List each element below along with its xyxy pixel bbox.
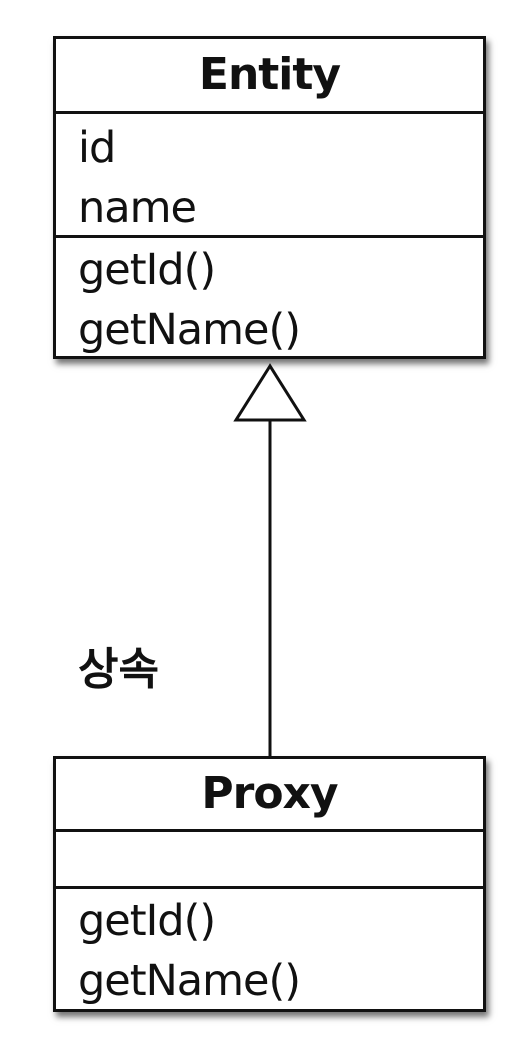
entity-attribute-id: id [78, 123, 116, 173]
proxy-attributes [56, 832, 483, 889]
entity-attributes: id name [56, 114, 483, 238]
entity-class-box[interactable]: Entity id name getId() getName() [53, 36, 486, 359]
proxy-class-name: Proxy [56, 759, 483, 832]
entity-class-name: Entity [56, 39, 483, 114]
proxy-method-getname: getName() [78, 956, 301, 1006]
proxy-method-getid: getId() [78, 896, 216, 946]
entity-methods: getId() getName() [56, 238, 483, 356]
proxy-class-box[interactable]: Proxy getId() getName() [53, 756, 486, 1012]
entity-method-getname: getName() [78, 305, 301, 355]
entity-attribute-name: name [78, 183, 197, 233]
inheritance-arrowhead [233, 363, 307, 422]
entity-method-getid: getId() [78, 245, 216, 295]
proxy-methods: getId() getName() [56, 889, 483, 1009]
inheritance-label: 상속 [78, 644, 159, 695]
